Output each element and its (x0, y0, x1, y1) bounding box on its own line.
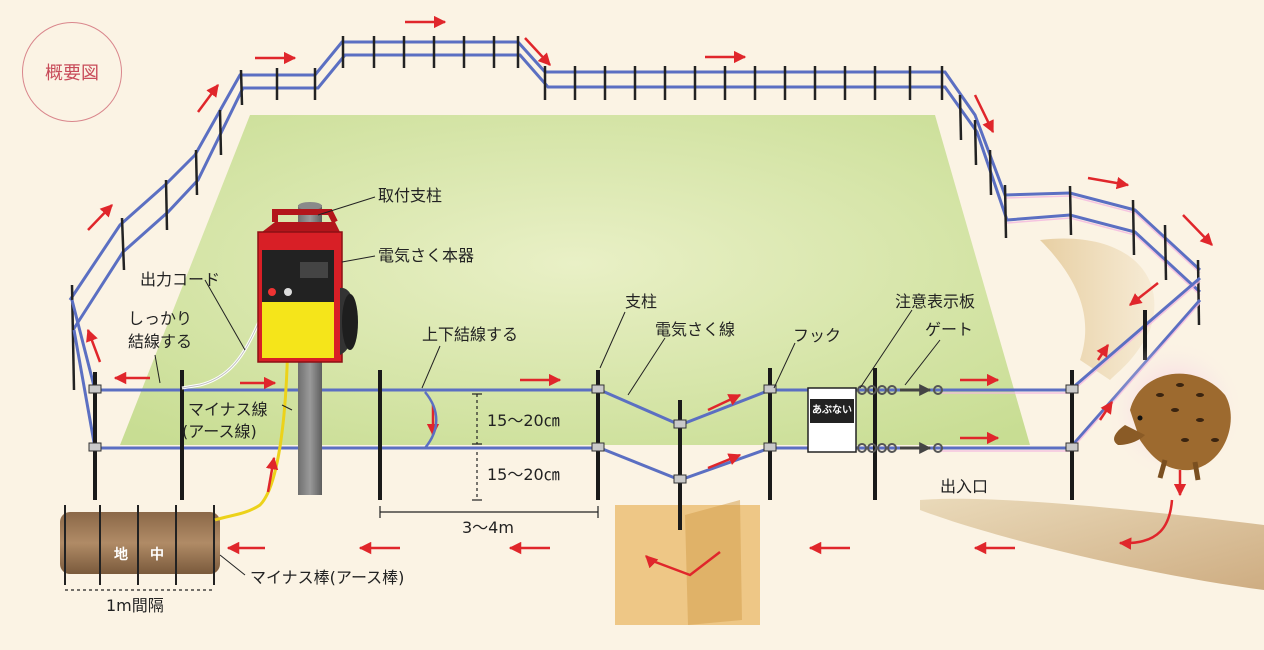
label-minus-wire-line1: マイナス線 (188, 400, 268, 419)
label-rod-spacing: 1m間隔 (106, 596, 164, 615)
label-gate: ゲート (925, 320, 974, 339)
label-minus-wire-line2: (アース線) (182, 422, 257, 441)
label-warning-sign: 注意表示板 (895, 292, 976, 311)
badge-label: 概要図 (45, 63, 99, 84)
tie-curve (424, 391, 438, 449)
leader-lines (154, 196, 941, 576)
label-gap-upper: 15～20㎝ (487, 411, 560, 430)
label-entrance: 出入口 (940, 477, 989, 496)
dimension-lines (379, 393, 599, 518)
overview-badge: 概要図 (22, 22, 122, 122)
warning-sign-text: あぶない (812, 405, 852, 416)
dirt-trail-bottom (920, 498, 1264, 590)
ground-rod-logs (60, 505, 220, 591)
label-post: 支柱 (625, 292, 658, 311)
ground-char-2: 中 (150, 547, 164, 563)
ground-char-1: 地 (114, 547, 128, 563)
label-fence-wire: 電気さく線 (655, 320, 736, 339)
back-fence-posts (70, 36, 1201, 391)
label-tie-firmly-line1: しっかり (128, 309, 193, 328)
insulators (88, 384, 1079, 484)
label-tie-top-bottom: 上下結線する (422, 325, 519, 344)
label-gap-lower: 15～20㎝ (487, 465, 560, 484)
grass-field (120, 115, 1030, 445)
gate-hooks (857, 385, 943, 453)
label-tie-firmly-line2: 結線する (128, 332, 193, 351)
current-flow-arrows (86, 15, 1213, 577)
label-energizer: 電気さく本器 (378, 246, 475, 265)
label-ground-rod: マイナス棒(アース棒) (250, 568, 405, 587)
label-output-cord: 出力コード (140, 270, 221, 289)
energizer-unit (257, 209, 358, 363)
label-mount-post: 取付支柱 (378, 186, 443, 205)
wild-boar (1105, 340, 1245, 481)
dirt-trail-center-shade (685, 500, 742, 625)
label-post-spacing: 3～4m (462, 518, 514, 537)
label-hook: フック (793, 326, 842, 345)
